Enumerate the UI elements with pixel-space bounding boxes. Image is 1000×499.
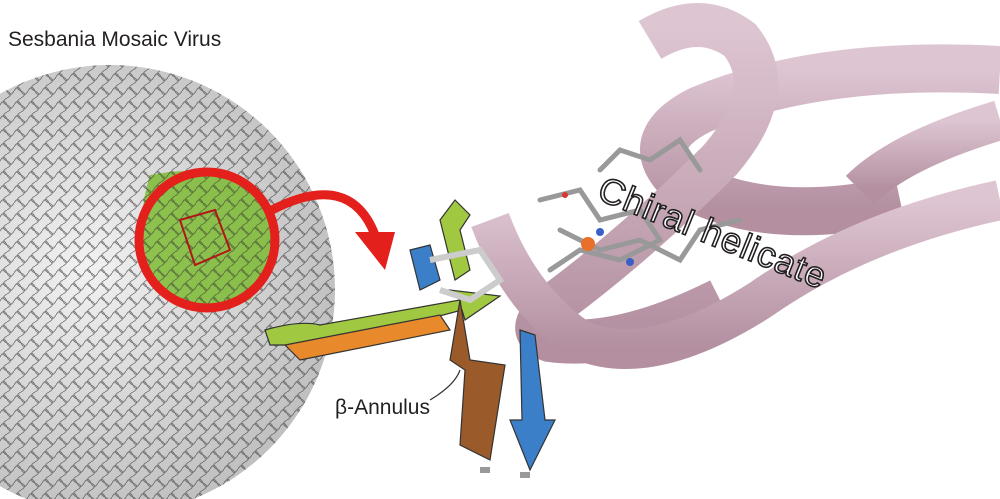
helicate-helices <box>471 3 1000 369</box>
virus-label: Sesbania Mosaic Virus <box>8 28 222 51</box>
beta-annulus-label: β-Annulus <box>335 396 430 419</box>
annulus-leader-line <box>429 369 461 401</box>
helicate-sticks <box>537 136 743 273</box>
arrow-head <box>355 232 395 270</box>
highlight-circle <box>134 167 280 313</box>
highlighted-subunit <box>142 170 275 306</box>
zoom-arrow <box>269 190 380 237</box>
beta-annulus-strands <box>264 199 556 478</box>
